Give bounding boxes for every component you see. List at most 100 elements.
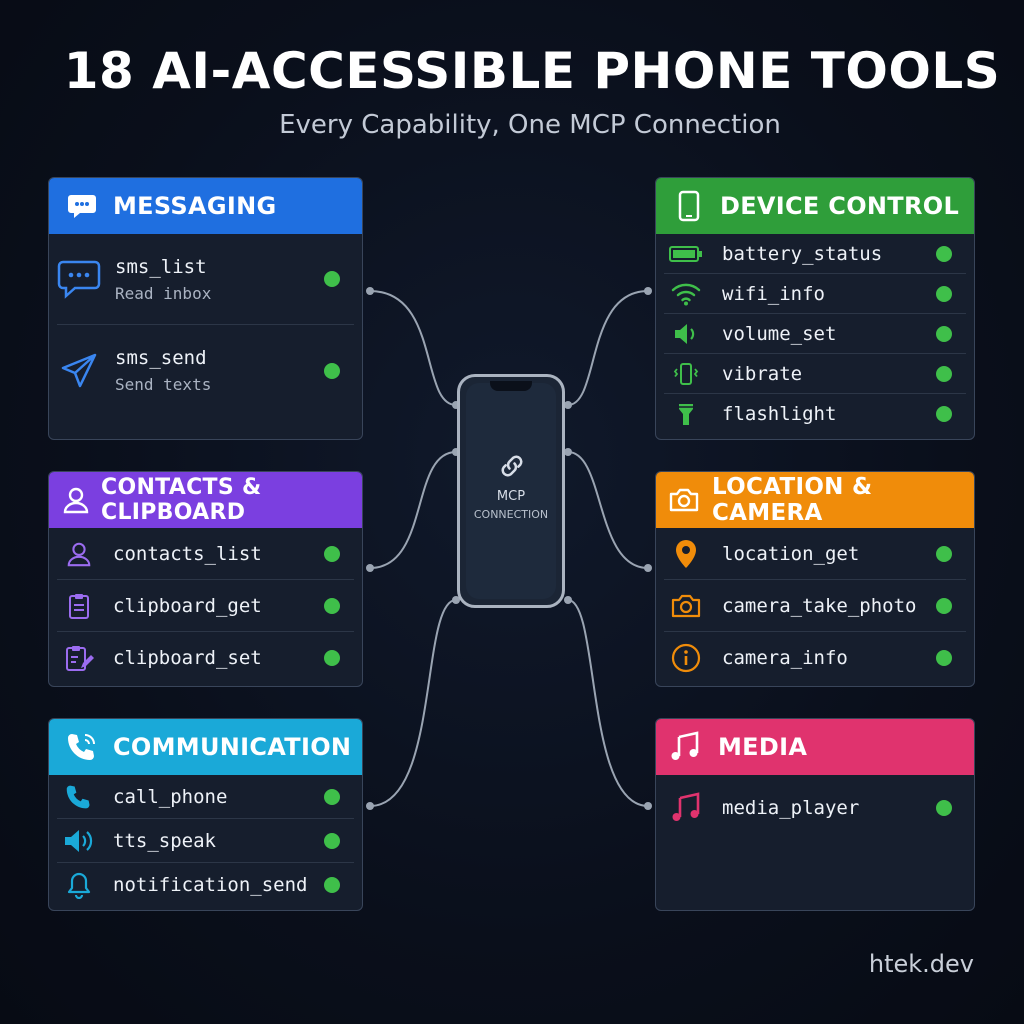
- card-title: LOCATION & CAMERA: [712, 474, 873, 526]
- camera-icon: [664, 593, 708, 619]
- hub-label-connection: CONNECTION: [473, 508, 549, 521]
- card-title: CONTACTS & CLIPBOARD: [101, 475, 262, 525]
- speaker-icon: [57, 828, 101, 854]
- tool-row-wifi-info[interactable]: wifi_info: [664, 274, 966, 314]
- page-title: 18 AI-ACCESSIBLE PHONE TOOLS: [63, 42, 1001, 100]
- card-media: MEDIA media_player: [655, 718, 975, 911]
- wire-node: [644, 802, 652, 810]
- page-subtitle: Every Capability, One MCP Connection: [279, 110, 781, 140]
- music-note-icon: [664, 792, 708, 824]
- status-dot: [324, 271, 340, 287]
- flashlight-icon: [664, 401, 708, 427]
- tool-row-sms-list[interactable]: sms_list Read inbox: [57, 234, 354, 325]
- wire-messaging: [369, 290, 457, 406]
- tool-row-flashlight[interactable]: flashlight: [664, 394, 966, 434]
- hub-label-mcp: MCP: [496, 489, 526, 504]
- tool-name: clipboard_set: [113, 647, 262, 669]
- wire-media: [567, 599, 649, 807]
- phone-screen: [466, 383, 556, 599]
- tool-row-volume-set[interactable]: volume_set: [664, 314, 966, 354]
- wire-node: [644, 287, 652, 295]
- wifi-icon: [664, 282, 708, 306]
- status-dot: [936, 650, 952, 666]
- card-messaging: MESSAGING sms_list Read inbox sms_send S…: [48, 177, 363, 440]
- tool-row-tts-speak[interactable]: tts_speak: [57, 819, 354, 863]
- status-dot: [936, 800, 952, 816]
- tool-name: sms_send: [115, 347, 207, 369]
- location-pin-icon: [664, 538, 708, 570]
- tool-row-battery-status[interactable]: battery_status: [664, 234, 966, 274]
- card-header-location-camera: LOCATION & CAMERA: [656, 472, 974, 528]
- tool-row-clipboard-get[interactable]: clipboard_get: [57, 580, 354, 632]
- paper-plane-icon: [57, 351, 101, 391]
- tool-row-location-get[interactable]: location_get: [664, 528, 966, 580]
- card-contacts-clipboard: CONTACTS & CLIPBOARD contacts_list clipb…: [48, 471, 363, 687]
- wire-node: [366, 287, 374, 295]
- wire-node: [564, 448, 572, 456]
- status-dot: [936, 597, 952, 614]
- chat-bubble-icon: [57, 257, 101, 301]
- tool-row-clipboard-set[interactable]: clipboard_set: [57, 632, 354, 684]
- tool-name: volume_set: [722, 322, 837, 345]
- tool-name: vibrate: [722, 362, 803, 385]
- smartphone-icon: [672, 189, 706, 223]
- person-icon: [57, 540, 101, 568]
- chat-bubble-icon: [65, 189, 99, 223]
- tool-name: sms_list: [115, 255, 207, 278]
- status-dot: [936, 545, 952, 562]
- tool-description: Send texts: [115, 375, 212, 394]
- tool-name: media_player: [722, 797, 860, 819]
- tool-name: flashlight: [722, 403, 837, 425]
- status-dot: [936, 325, 952, 342]
- card-header-messaging: MESSAGING: [49, 178, 362, 234]
- wire-location: [567, 451, 649, 569]
- status-dot: [324, 788, 340, 805]
- status-dot: [324, 877, 340, 893]
- bell-icon: [57, 871, 101, 899]
- status-dot: [324, 362, 340, 379]
- status-dot: [936, 245, 952, 262]
- link-icon: [501, 455, 523, 477]
- status-dot: [936, 406, 952, 422]
- card-header-media: MEDIA: [656, 719, 974, 775]
- wire-contacts: [369, 451, 457, 569]
- tool-name: tts_speak: [113, 829, 216, 852]
- card-header-contacts-clipboard: CONTACTS & CLIPBOARD: [49, 472, 362, 528]
- card-header-device-control: DEVICE CONTROL: [656, 178, 974, 234]
- status-dot: [324, 545, 340, 562]
- card-title: MEDIA: [718, 733, 808, 761]
- clipboard-icon: [57, 592, 101, 620]
- tool-row-media-player[interactable]: media_player: [664, 775, 966, 841]
- wire-node: [564, 596, 572, 604]
- tool-name: battery_status: [722, 242, 883, 265]
- status-dot: [936, 285, 952, 302]
- wire-device: [567, 290, 649, 406]
- info-icon: [664, 643, 708, 673]
- card-title: DEVICE CONTROL: [720, 192, 960, 220]
- status-dot: [324, 650, 340, 666]
- tool-row-camera-take-photo[interactable]: camera_take_photo: [664, 580, 966, 632]
- vibrate-icon: [664, 361, 708, 387]
- camera-icon: [668, 483, 700, 517]
- tool-row-call-phone[interactable]: call_phone: [57, 775, 354, 819]
- card-title: MESSAGING: [113, 192, 277, 220]
- wire-node: [644, 564, 652, 572]
- phone-icon: [65, 730, 99, 764]
- status-dot: [324, 597, 340, 614]
- music-note-icon: [668, 730, 702, 764]
- tool-row-vibrate[interactable]: vibrate: [664, 354, 966, 394]
- tool-name: location_get: [722, 542, 860, 565]
- card-title: COMMUNICATION: [113, 733, 352, 761]
- tool-name: notification_send: [113, 874, 308, 896]
- tool-row-sms-send[interactable]: sms_send Send texts: [57, 325, 354, 416]
- tool-row-contacts-list[interactable]: contacts_list: [57, 528, 354, 580]
- tool-row-notification-send[interactable]: notification_send: [57, 863, 354, 907]
- card-location-camera: LOCATION & CAMERA location_get camera_ta…: [655, 471, 975, 687]
- wire-communication: [369, 599, 457, 807]
- wire-node: [564, 401, 572, 409]
- tool-name: clipboard_get: [113, 594, 262, 617]
- tool-name: camera_take_photo: [722, 594, 917, 617]
- tool-row-camera-info[interactable]: camera_info: [664, 632, 966, 684]
- footer-domain[interactable]: htek.dev: [868, 950, 974, 978]
- card-communication: COMMUNICATION call_phone tts_speak notif…: [48, 718, 363, 911]
